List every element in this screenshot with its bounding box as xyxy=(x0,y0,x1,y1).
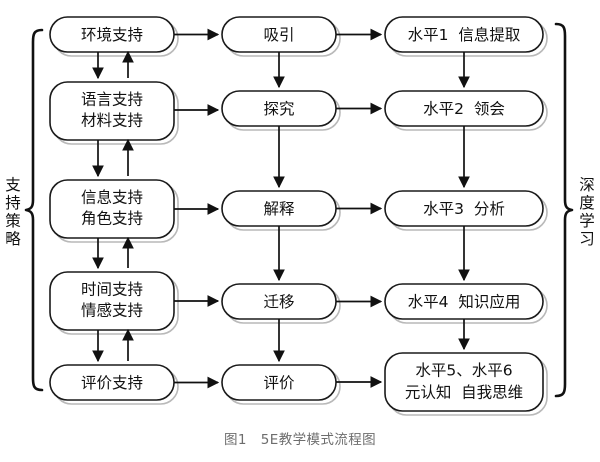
node-level-4[interactable]: 水平4 知识应用 xyxy=(384,283,548,324)
node-phase-3[interactable]: 解释 xyxy=(221,190,341,231)
left-brace-group: 支 持 策 略 xyxy=(5,28,44,392)
node-support-3[interactable]: 信息支持 角色支持 xyxy=(49,179,179,243)
connectors-phase-to-level xyxy=(336,28,383,388)
left-brace-label-char-2: 持 xyxy=(5,194,21,212)
left-brace xyxy=(24,28,44,392)
node-phase-5[interactable]: 评价 xyxy=(221,364,341,405)
node-support-4[interactable]: 时间支持 情感支持 xyxy=(49,271,179,335)
left-brace-label-char-4: 略 xyxy=(5,230,21,248)
node-support-5[interactable]: 评价支持 xyxy=(49,364,179,405)
right-brace-group: 深 度 学 习 xyxy=(554,22,595,398)
right-brace-label-char-1: 深 xyxy=(579,176,595,194)
left-brace-label-char-1: 支 xyxy=(5,176,21,194)
node-phase-3-label: 解释 xyxy=(263,200,295,218)
node-support-4-label-line2: 情感支持 xyxy=(81,302,143,320)
node-level-5-label-line2: 元认知 自我思维 xyxy=(405,384,523,402)
node-phase-1[interactable]: 吸引 xyxy=(221,16,341,57)
column-deep-learning-levels: 水平1 信息提取 水平2 领会 水平3 分析 水平4 知识应用 xyxy=(384,16,548,416)
node-support-4-label-line1: 时间支持 xyxy=(81,281,143,299)
node-level-3[interactable]: 水平3 分析 xyxy=(384,190,548,231)
right-brace-label-char-4: 习 xyxy=(579,230,595,248)
node-level-2-label: 水平2 领会 xyxy=(423,100,505,118)
node-support-1[interactable]: 环境支持 xyxy=(49,16,179,57)
node-phase-5-label: 评价 xyxy=(263,374,295,392)
node-level-3-label: 水平3 分析 xyxy=(423,200,505,218)
right-brace-label-char-3: 学 xyxy=(579,212,595,230)
node-support-5-label: 评价支持 xyxy=(81,374,143,392)
node-phase-4-label: 迁移 xyxy=(263,293,294,311)
node-support-3-label-line1: 信息支持 xyxy=(81,189,143,207)
left-brace-label-char-3: 策 xyxy=(5,212,21,230)
right-brace xyxy=(554,22,574,398)
figure-caption: 图1 5E教学模式流程图 xyxy=(223,432,376,448)
column-five-e-phases: 吸引 探究 解释 迁移 评价 xyxy=(221,16,341,405)
column-support-strategies: 环境支持 语言支持 材料支持 信息支持 角色支持 时间支持 情感支持 xyxy=(49,16,179,405)
node-phase-2-label: 探究 xyxy=(263,100,294,118)
right-brace-label-char-2: 度 xyxy=(579,194,595,212)
node-support-1-label: 环境支持 xyxy=(81,25,143,44)
node-level-1[interactable]: 水平1 信息提取 xyxy=(384,16,548,57)
node-phase-2[interactable]: 探究 xyxy=(221,90,341,131)
connectors-support-vertical xyxy=(92,50,134,363)
node-support-2-label-line1: 语言支持 xyxy=(81,91,143,109)
node-phase-4[interactable]: 迁移 xyxy=(221,283,341,324)
node-support-3-label-line2: 角色支持 xyxy=(81,210,143,228)
node-level-5[interactable]: 水平5、水平6 元认知 自我思维 xyxy=(384,352,548,416)
node-level-5-label-line1: 水平5、水平6 xyxy=(415,362,512,380)
node-level-1-label: 水平1 信息提取 xyxy=(408,26,521,44)
node-level-2[interactable]: 水平2 领会 xyxy=(384,90,548,131)
connectors-support-to-phase xyxy=(174,28,220,389)
node-support-2[interactable]: 语言支持 材料支持 xyxy=(49,81,179,145)
node-support-2-label-line2: 材料支持 xyxy=(81,112,143,130)
node-phase-1-label: 吸引 xyxy=(263,26,294,44)
node-level-4-label: 水平4 知识应用 xyxy=(408,292,521,311)
